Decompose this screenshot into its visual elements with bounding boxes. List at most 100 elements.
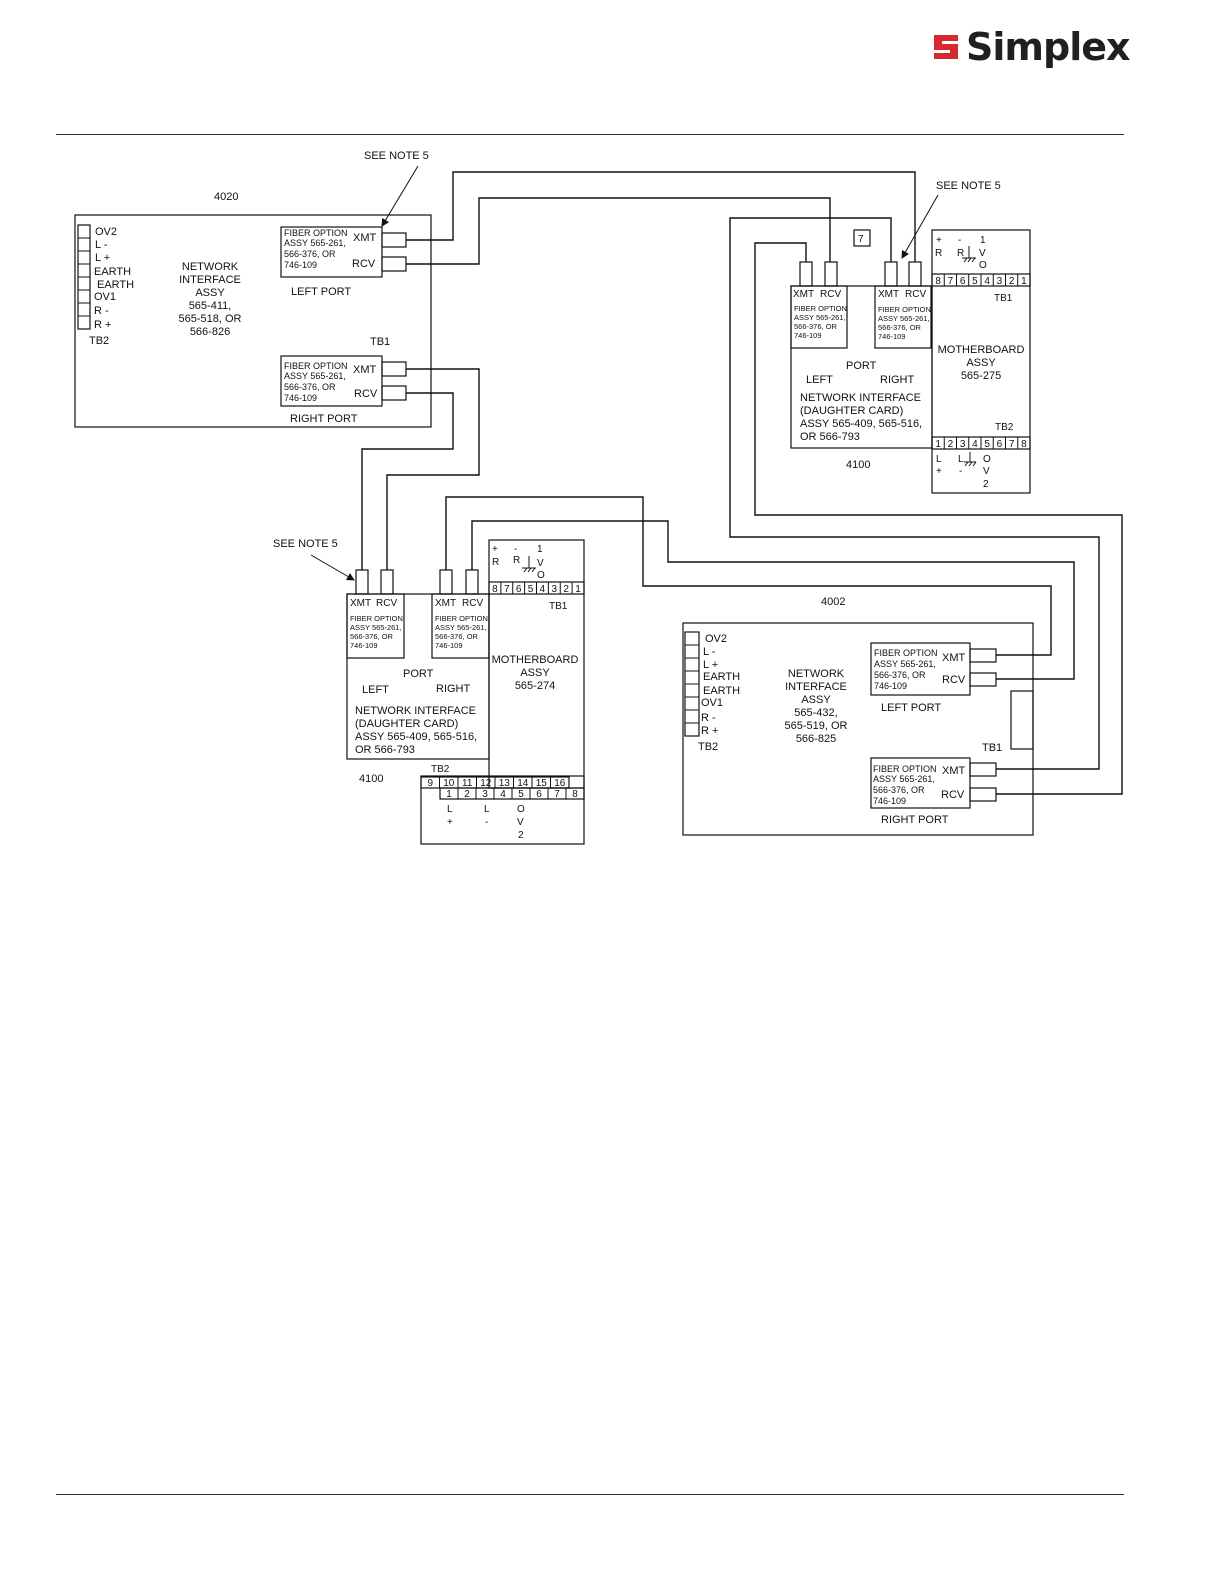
panel-4020-right-fiber-1: FIBER OPTION (284, 361, 348, 371)
panel-4100-bottom-tb1-terminal-4: 4 (540, 584, 546, 595)
panel-4100-top-port-label: PORT (846, 360, 877, 372)
panel-4002-right-xmt-connector (969, 762, 997, 777)
panel-4100-bottom-tb1-terminal-1: 1 (575, 584, 581, 595)
panel-4020-term-earth-1: EARTH (94, 266, 131, 278)
panel-4020-left-fiber-1: FIBER OPTION (284, 228, 348, 238)
panel-4020-right-xmt-connector (381, 361, 407, 377)
panel-4100-bottom-left-fiber-3: 566-376, OR (350, 632, 394, 641)
panel-4020-left-fiber-3: 566-376, OR (284, 249, 336, 259)
panel-4100-top-mb-plus: + (936, 235, 942, 246)
panel-4100-bottom-mb-earth-icon (522, 556, 536, 573)
panel-4002-assy-1: NETWORK (788, 668, 845, 680)
panel-4100-top-mb-l2: L (958, 454, 964, 465)
panel-4100-top-note-box-label: 7 (858, 234, 864, 245)
panel-4100-top-left-xmt-connector (799, 261, 813, 287)
panel-4100-top-note-5-arrow (901, 194, 939, 259)
panel-4100-bottom-tb2-top-terminal-10: 10 (443, 778, 455, 789)
panel-4100-bottom-right-fiber-3: 566-376, OR (435, 632, 479, 641)
panel-4100-top-left-fiber-2: ASSY 565-261, (794, 313, 846, 322)
panel-4002-left-xmt-label: XMT (942, 652, 966, 664)
panel-4100-bottom-right-xmt-connector (439, 569, 453, 595)
panel-4100-bottom-ni-4: OR 566-793 (355, 744, 415, 756)
panel-4100-bottom-tb2-top-terminal-16: 16 (554, 778, 566, 789)
panel-4100-bottom-tb2-terminal-2: 2 (464, 789, 470, 800)
panel-4100-top-right-xmt-connector (884, 261, 898, 287)
panel-4100-bottom-ni-1: NETWORK INTERFACE (355, 705, 476, 717)
panel-4100-top-tb1-terminal-2: 2 (1009, 276, 1015, 287)
panel-4020-id: 4020 (214, 191, 238, 203)
panel-4100-top-left-rcv-connector (824, 261, 838, 287)
panel-4100-top-tb2-terminal-7: 7 (1009, 439, 1015, 450)
panel-4020-tb1-label: TB1 (370, 336, 390, 348)
panel-4020-term-l-plus: L + (95, 252, 110, 264)
panel-4100-top-mb-r2: R (957, 248, 964, 259)
panel-4100-bottom-right-fiber-1: FIBER OPTION (435, 614, 488, 623)
panel-4100-bottom-tb2-terminal-7: 7 (554, 789, 560, 800)
panel-4100-bottom-tb2-area (420, 775, 585, 845)
panel-4100-bottom-mb-plus2: + (447, 817, 453, 828)
panel-4100-bottom-mb-r1: R (492, 557, 499, 568)
fiber-wires (361, 171, 1123, 795)
panel-4100-bottom-mb-1: MOTHERBOARD (492, 654, 579, 666)
panel-4002-assy-5: 565-519, OR (785, 720, 848, 732)
panel-4020-assy-2: INTERFACE (179, 274, 241, 286)
panel-4002-right-fiber-2: ASSY 565-261, (873, 774, 935, 784)
panel-4002-tb2-label: TB2 (698, 741, 718, 753)
panel-4100-bottom-mb-o: O (537, 570, 545, 581)
panel-4100-bottom-tb1-terminal-7: 7 (504, 584, 510, 595)
panel-4020-tb2-strip (77, 224, 91, 330)
panel-4100-top-mb-l1: L (936, 454, 942, 465)
panel-4020-left-xmt-connector (381, 232, 407, 248)
panel-4100-bottom-left-fiber-1: FIBER OPTION (350, 614, 403, 623)
panel-4020-left-fiber-module (280, 226, 383, 278)
panel-4100-bottom-right-label: RIGHT (436, 683, 471, 695)
panel-4002-term-l-minus: L - (703, 646, 716, 658)
panel-4100-top-mb-one: 1 (980, 235, 986, 246)
panel-4100-top-mb-two: 2 (983, 479, 989, 490)
panel-4100-bottom-ni-2: (DAUGHTER CARD) (355, 718, 458, 730)
panel-4100-top-tb2-terminal-8: 8 (1021, 439, 1027, 450)
panel-4002-right-fiber-4: 746-109 (873, 796, 906, 806)
simplex-logo-icon (934, 35, 958, 59)
panel-4100-bottom-note-5: SEE NOTE 5 (273, 538, 338, 550)
panel-4002-term-r-plus: R + (701, 725, 718, 737)
panel-4020-term-ov2: OV2 (95, 226, 117, 238)
panel-4002-board (682, 622, 1034, 836)
panel-4020-right-rcv-connector (381, 385, 407, 401)
panel-4002-left-fiber-2: ASSY 565-261, (874, 659, 936, 669)
panel-4100-bottom-tb2-label: TB2 (431, 764, 450, 775)
panel-4002-left-fiber-module (870, 642, 971, 696)
panel-4100-bottom-tb2-top-terminal-12: 12 (480, 778, 492, 789)
panel-4020-tb2-label: TB2 (89, 335, 109, 347)
panel-4002-tb1-block (1010, 690, 1034, 750)
panel-4100-bottom-mb-plus: + (492, 544, 498, 555)
panel-4100-bottom-mb-l2: L (484, 804, 490, 815)
panel-4100-bottom-tb2-top-terminal-13: 13 (499, 778, 511, 789)
panel-4100-bottom-mb-l1: L (447, 804, 453, 815)
panel-4002-tb1-label: TB1 (982, 742, 1002, 754)
panel-4100-top-left-rcv-label: RCV (820, 289, 841, 300)
panel-4100-bottom-tb1-terminal-5: 5 (528, 584, 534, 595)
panel-4100-top-tb2-terminal-5: 5 (984, 439, 990, 450)
panel-4002-right-rcv-connector (969, 787, 997, 802)
panel-4100-top-tb2-label: TB2 (995, 422, 1014, 433)
panel-4100-top-right-fiber-module (874, 285, 932, 349)
panel-4020-left-rcv-label: RCV (352, 258, 376, 270)
panel-4002-left-port-label: LEFT PORT (881, 702, 941, 714)
panel-4002-left-rcv-label: RCV (942, 674, 966, 686)
panel-4100-top-tb1-terminal-8: 8 (935, 276, 941, 287)
panel-4020-assy-1: NETWORK (182, 261, 239, 273)
panel-4100-top-left-fiber-module (790, 285, 848, 349)
panel-4100-top-mb-earth-bottom-icon (964, 452, 977, 467)
panel-4020: 4020 OV2 L - L + EARTH EARTH OV1 R - R +… (74, 150, 432, 428)
panel-4100-top-tb1-terminal-7: 7 (948, 276, 954, 287)
footer-rule (56, 1494, 1124, 1495)
panel-4002-term-r-minus: R - (701, 712, 716, 724)
panel-4002-left-fiber-1: FIBER OPTION (874, 648, 938, 658)
panel-4100-top-right-fiber-4: 746-109 (878, 332, 906, 341)
panel-4100-bottom-mb-minus2: - (485, 817, 488, 828)
panel-4100-top-mb-o2: O (983, 454, 991, 465)
panel-4100-bottom-tb2-top-terminal-14: 14 (517, 778, 529, 789)
